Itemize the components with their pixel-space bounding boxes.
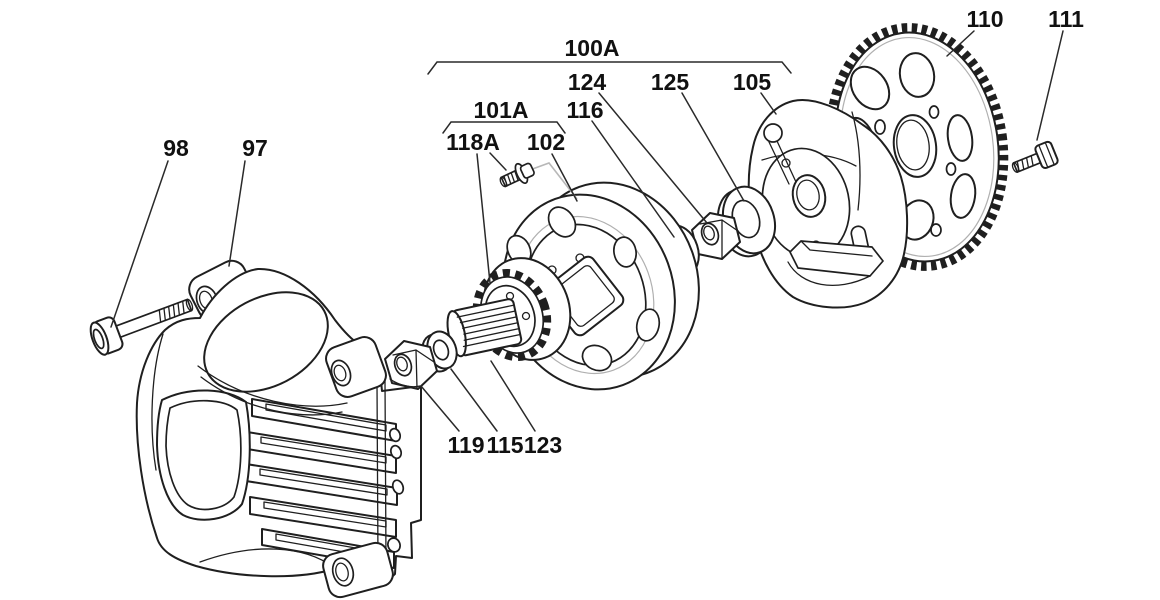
callout-118A: 118A — [446, 129, 500, 155]
callout-101A: 101A — [474, 97, 529, 123]
callout-98: 98 — [163, 135, 189, 161]
leader-118A — [489, 152, 507, 171]
part-98-bolt — [89, 298, 194, 356]
leader-125 — [681, 92, 745, 202]
part-97-cover — [135, 259, 422, 599]
leader-119 — [420, 385, 460, 432]
leader-97 — [228, 160, 246, 267]
leader-118A-long — [476, 153, 491, 284]
part-125-washer — [717, 185, 776, 258]
callout-116: 116 — [566, 97, 603, 123]
leader-115 — [450, 368, 498, 432]
leader-111 — [1036, 30, 1064, 141]
callout-105: 105 — [733, 69, 772, 95]
part-111-bolt — [1011, 140, 1059, 173]
callout-111: 111 — [1048, 6, 1084, 32]
part-119-flange-nut — [384, 340, 438, 390]
bracket-101A — [442, 121, 566, 134]
callout-123: 123 — [524, 432, 562, 458]
part-123-splined-hub — [446, 257, 572, 362]
callout-100A: 100A — [565, 35, 620, 61]
callout-102: 102 — [527, 129, 565, 155]
leader-102 — [551, 153, 578, 202]
part-124-nut — [691, 212, 741, 260]
leader-110 — [946, 30, 975, 57]
leader-123 — [490, 360, 536, 432]
callout-119: 119 — [447, 432, 484, 458]
leader-124 — [598, 92, 708, 224]
callout-125: 125 — [651, 69, 690, 95]
part-118A-screw — [499, 162, 535, 188]
callout-97: 97 — [242, 135, 268, 161]
assembly-guide-line — [526, 162, 578, 200]
callout-115: 115 — [486, 432, 523, 458]
leader-116 — [591, 120, 675, 238]
leader-105 — [760, 92, 777, 115]
part-105-clutch-assembly — [737, 99, 909, 309]
bracket-100A — [427, 61, 792, 75]
leader-98 — [110, 160, 169, 328]
callout-110: 110 — [966, 6, 1003, 32]
callout-124: 124 — [568, 69, 607, 95]
